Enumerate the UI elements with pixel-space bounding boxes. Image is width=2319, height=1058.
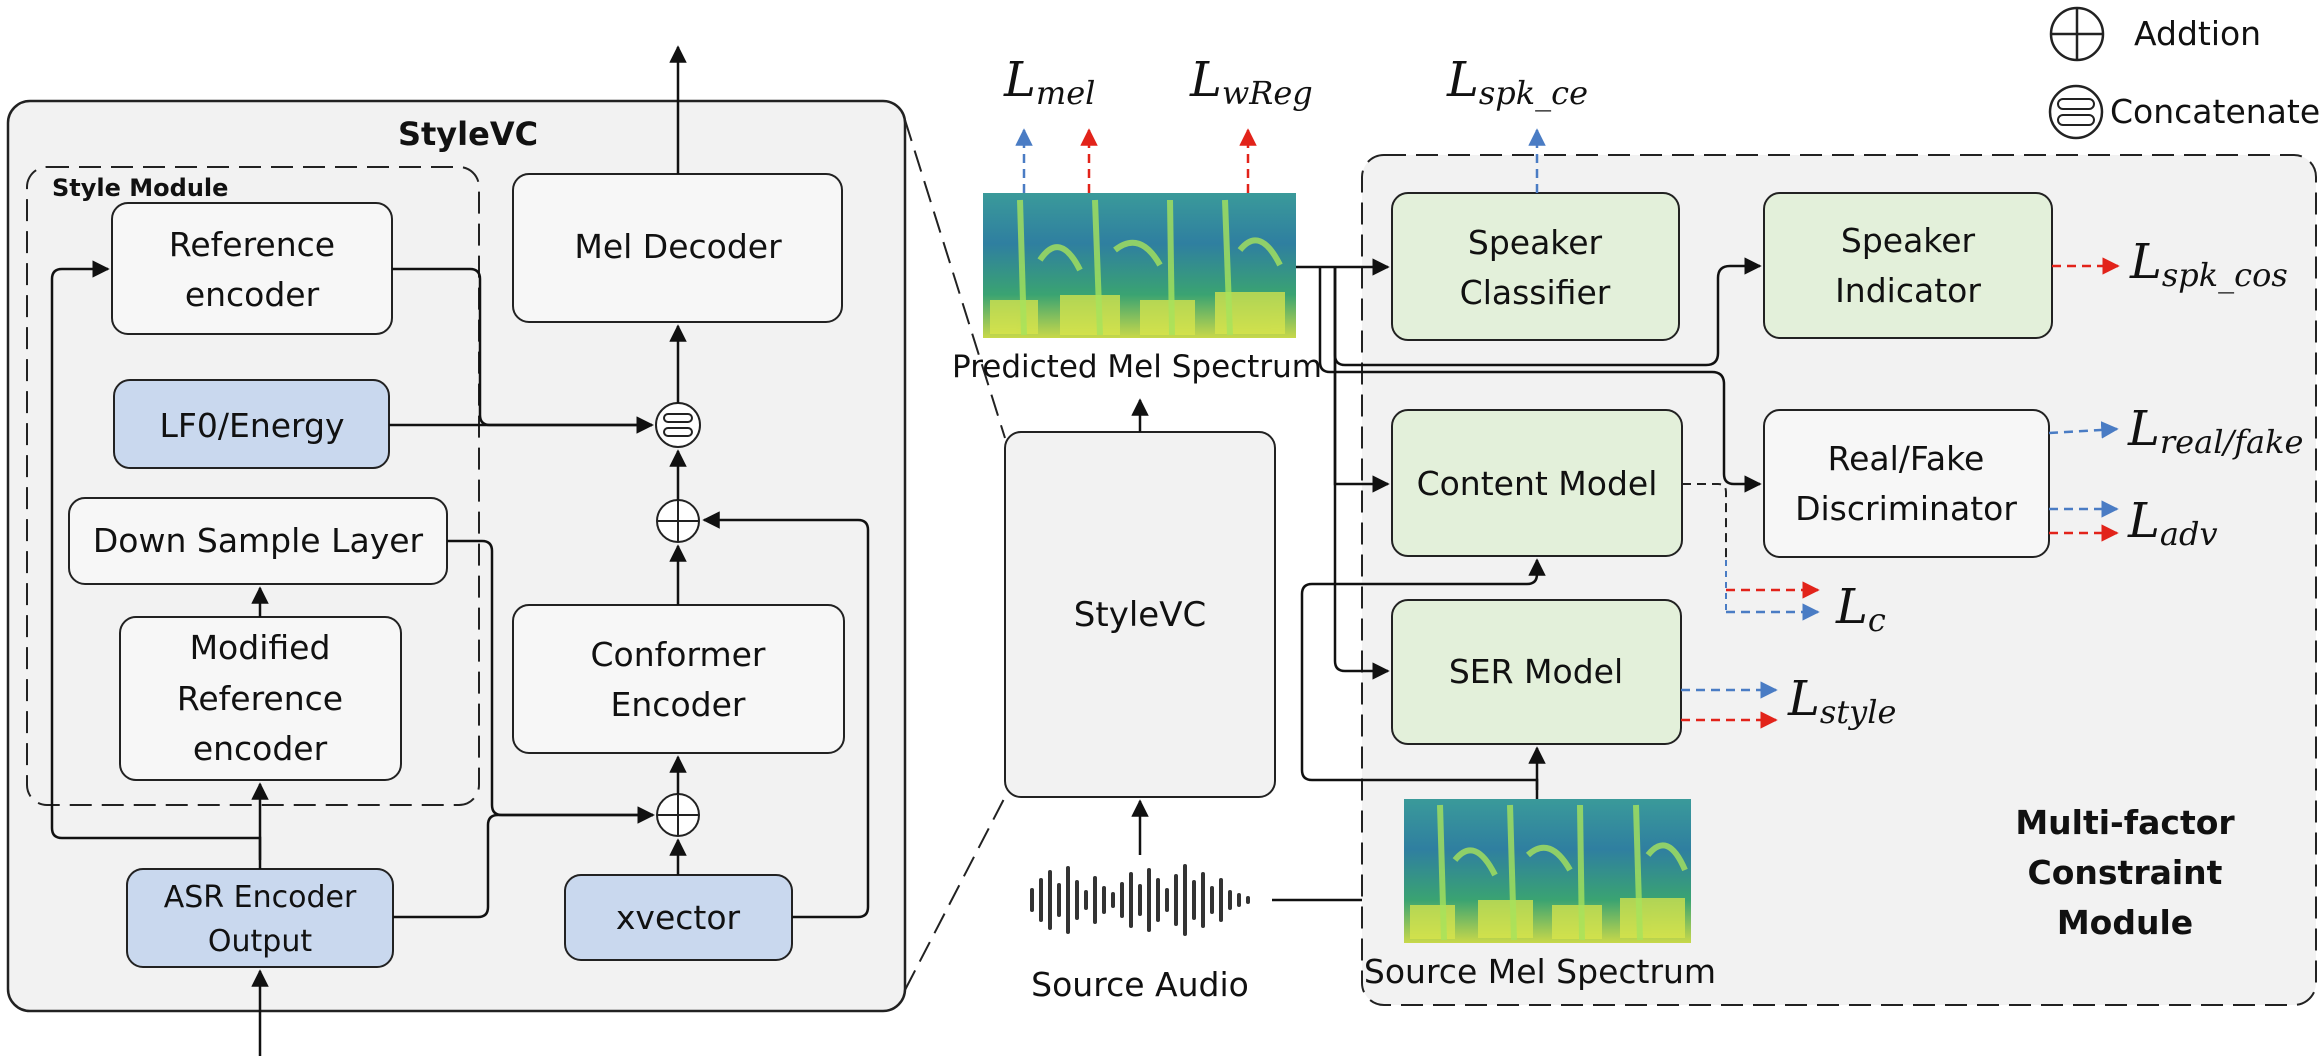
constraint-module-title-1: Multi-factor xyxy=(2015,803,2235,842)
source-mel-caption: Source Mel Spectrum xyxy=(1364,952,1716,991)
real-fake-discriminator-box xyxy=(1763,409,2050,558)
source-mel-to-content-model-arrow xyxy=(1300,558,1546,790)
constraint-module-title-3: Module xyxy=(2057,903,2193,942)
addition-operator-upper-icon xyxy=(656,499,700,543)
loss-c: Lc xyxy=(1835,579,1886,639)
asr-to-reference-encoder-arrow xyxy=(50,260,262,860)
legend-addition-label: Addtion xyxy=(2134,14,2261,53)
real-fake-loss-blue-arrow xyxy=(2048,421,2119,439)
real-fake-discriminator-label-2: Discriminator xyxy=(1795,489,2017,528)
content-model-label: Content Model xyxy=(1417,464,1658,503)
stylevc-box-label: StyleVC xyxy=(1074,595,1206,635)
addition-operator-lower-icon xyxy=(656,793,700,837)
constraint-module-boundary xyxy=(1361,154,2317,1006)
asr-to-addition-arrow xyxy=(393,806,655,919)
modified-reference-encoder-label-1: Modified xyxy=(190,628,331,667)
concatenate-operator-icon xyxy=(655,402,701,448)
mel-decoder-label: Mel Decoder xyxy=(574,227,782,266)
down-sample-layer-label: Down Sample Layer xyxy=(93,521,424,560)
predicted-mel-to-ser-model-arrow xyxy=(1333,267,1390,680)
ser-model-label: SER Model xyxy=(1449,652,1623,691)
source-audio-waveform-icon xyxy=(1030,864,1250,936)
legend-concatenate-icon xyxy=(2048,84,2104,140)
loss-style: Lstyle xyxy=(1787,671,1896,731)
constraint-module-title-2: Constraint xyxy=(2028,853,2223,892)
source-audio-caption: Source Audio xyxy=(1031,965,1249,1004)
loss-mel: Lmel xyxy=(1003,52,1095,112)
stylevc-panel-title: StyleVC xyxy=(398,115,538,153)
loss-real-fake: Lreal/fake xyxy=(2127,401,2303,461)
loss-spk-ce: Lspk_ce xyxy=(1446,52,1588,112)
predicted-mel-to-discriminator-arrow xyxy=(1318,267,1762,493)
lf0-energy-label: LF0/Energy xyxy=(159,406,344,445)
reference-encoder-label-1: Reference xyxy=(169,225,335,264)
loss-adv: Ladv xyxy=(2127,493,2218,553)
reference-encoder-label-2: encoder xyxy=(185,275,320,314)
real-fake-discriminator-label-1: Real/Fake xyxy=(1828,439,1985,478)
reference-encoder-box xyxy=(111,202,393,335)
speaker-classifier-box xyxy=(1391,192,1680,341)
loss-wreg: LwReg xyxy=(1189,52,1313,112)
speaker-classifier-label-2: Classifier xyxy=(1460,273,1611,312)
ser-model-box xyxy=(1391,599,1682,745)
zoom-line-top xyxy=(904,119,1006,439)
style-module-boundary xyxy=(26,166,480,806)
conformer-encoder-label-1: Conformer xyxy=(591,635,766,674)
xvector-to-upper-addition-arrow xyxy=(702,511,870,919)
speaker-indicator-label-1: Speaker xyxy=(1841,221,1976,260)
modified-reference-encoder-label-2: Reference xyxy=(177,679,343,718)
source-mel-spectrogram xyxy=(1404,799,1691,943)
loss-spk-cos: Lspk_cos xyxy=(2129,234,2288,294)
asr-encoder-output-label-1: ASR Encoder xyxy=(164,880,357,915)
style-module-title: Style Module xyxy=(52,174,228,202)
speaker-classifier-label-1: Speaker xyxy=(1468,223,1603,262)
conformer-encoder-label-2: Encoder xyxy=(611,685,746,724)
content-loss-connector xyxy=(1682,483,1727,560)
xvector-label: xvector xyxy=(616,898,741,937)
legend-addition-icon xyxy=(2049,6,2105,62)
predicted-mel-caption: Predicted Mel Spectrum xyxy=(952,349,1322,385)
speaker-indicator-box xyxy=(1763,192,2053,339)
speaker-indicator-label-2: Indicator xyxy=(1835,271,1981,310)
predicted-mel-spectrogram xyxy=(983,193,1296,338)
conformer-encoder-box xyxy=(512,604,845,754)
asr-encoder-output-label-2: Output xyxy=(208,924,312,959)
legend-concatenate-label: Concatenate xyxy=(2110,92,2319,131)
predicted-mel-to-speaker-indicator-arrow xyxy=(1333,257,1762,367)
modified-reference-encoder-label-3: encoder xyxy=(193,729,328,768)
zoom-line-bottom xyxy=(904,796,1006,991)
